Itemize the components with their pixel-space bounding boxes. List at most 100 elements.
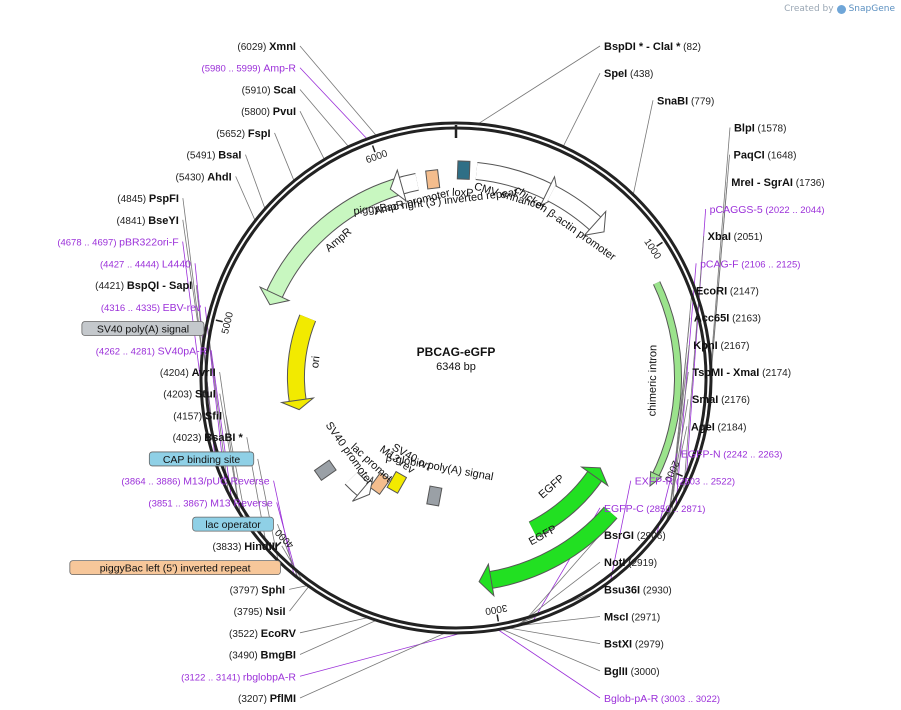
enzyme-text: (5910) ScaI <box>242 84 296 96</box>
enzyme-name: SmaI <box>692 394 718 406</box>
tick-mark <box>656 241 663 247</box>
primer-label: (3864 .. 3886) M13/pUC Reverse <box>121 476 269 488</box>
feature-arrowhead <box>478 562 495 598</box>
enzyme-name: BmgBI <box>261 650 296 662</box>
tick-mark <box>215 319 223 323</box>
enzyme-label: PaqCI (1648) <box>734 150 797 162</box>
enzyme-position: (2176) <box>718 395 750 406</box>
enzyme-label: MreI - SgrAI (1736) <box>731 177 824 189</box>
enzyme-name: EcoRV <box>261 628 297 640</box>
feature-body <box>265 176 408 301</box>
enzyme-label: NotI (2919) <box>604 557 657 569</box>
enzyme-position: (2051) <box>731 232 763 243</box>
enzyme-label: MscI (2971) <box>604 612 660 624</box>
leader-line <box>219 371 241 512</box>
enzyme-name: XmnI <box>269 41 296 53</box>
feature-chimeric-intron: chimeric intron <box>647 281 682 488</box>
primer-range: (4427 .. 4444) <box>100 259 162 270</box>
enzyme-text: (4023) BsaBI * <box>173 432 244 444</box>
enzyme-label: (4204) AvrII <box>160 367 216 379</box>
primer-text: EGFP-C (2850 .. 2871) <box>604 503 705 515</box>
boxed-label-bg <box>192 516 274 532</box>
enzyme-label: (3207) PflMI <box>238 693 296 705</box>
feature-body <box>475 163 555 201</box>
enzyme-label: (5800) PvuI <box>241 106 296 118</box>
primer-text: (4427 .. 4444) L4440 <box>100 258 191 270</box>
enzyme-name: PflMI <box>270 693 296 705</box>
enzyme-position: (4203) <box>163 390 195 401</box>
boxed-label-text: CAP binding site <box>163 454 241 466</box>
enzyme-name: SnaBI <box>657 95 688 107</box>
primer-label: (3122 .. 3141) rbglobpA-R <box>181 671 296 683</box>
primer-label: pCAG-F (2106 .. 2125) <box>700 258 800 270</box>
leader-line <box>496 628 601 699</box>
enzyme-position: (2147) <box>727 287 759 298</box>
enzyme-text: MscI (2971) <box>604 612 660 624</box>
enzyme-label: BstXI (2979) <box>604 639 664 651</box>
enzyme-text: (6029) XmnI <box>237 41 296 53</box>
enzyme-name: BsrGI <box>604 530 634 542</box>
primer-range: (2503 .. 2522) <box>673 477 735 488</box>
enzyme-name: BseYI <box>148 215 179 227</box>
enzyme-text: (5491) BsaI <box>187 150 242 162</box>
leader-line <box>667 371 689 518</box>
enzyme-extra: - SgrAI <box>754 177 793 189</box>
feature-block <box>386 470 408 494</box>
primer-range: (3003 .. 3022) <box>658 694 720 705</box>
enzyme-text: (3797) SphI <box>230 584 286 596</box>
tick-label: 5000 <box>220 311 236 336</box>
enzyme-text: Bsu36I (2930) <box>604 584 672 596</box>
enzyme-text: (4157) SfiI <box>173 410 222 422</box>
enzyme-name: SfiI <box>205 410 222 422</box>
enzyme-name: FspI <box>248 128 271 140</box>
boxed-label: lac operator <box>192 516 274 532</box>
primer-label: EXFP-R (2503 .. 2522) <box>635 476 735 488</box>
feature-arrowhead <box>579 466 609 487</box>
enzyme-text: (4421) BspQI - SapI <box>95 280 192 292</box>
leader-line <box>257 458 279 560</box>
primer-name: EXFP-R <box>635 476 674 488</box>
primer-range: (2850 .. 2871) <box>644 504 706 515</box>
leader-line <box>709 127 731 376</box>
leader-line <box>210 350 232 497</box>
enzyme-label: (3522) EcoRV <box>229 628 297 640</box>
enzyme-position: (5910) <box>242 85 274 96</box>
enzyme-name: MscI <box>604 612 628 624</box>
feature-body <box>651 281 681 480</box>
enzyme-text: KpnI (2167) <box>693 340 749 352</box>
primer-name: EBV-rev <box>163 302 202 314</box>
tick-mark <box>275 541 282 548</box>
enzyme-label: (4421) BspQI - SapI <box>95 280 192 292</box>
enzyme-label: (5910) ScaI <box>242 84 296 96</box>
enzyme-text: SnaBI (779) <box>657 95 714 107</box>
primer-range: (2242 .. 2263) <box>721 450 783 461</box>
backbone-outer <box>199 121 713 635</box>
enzyme-position: (2930) <box>640 585 672 596</box>
feature-block <box>313 459 337 482</box>
enzyme-position: (2919) <box>625 558 657 569</box>
primer-range: (3122 .. 3141) <box>181 672 243 683</box>
enzyme-text: SpeI (438) <box>604 68 653 80</box>
snapgene-credit: Created by SnapGene <box>784 4 895 14</box>
primer-text: (3122 .. 3141) rbglobpA-R <box>181 671 296 683</box>
leader-line <box>683 236 705 491</box>
enzyme-position: (4421) <box>95 281 127 292</box>
enzyme-position: (2979) <box>632 640 664 651</box>
tick-label: 1000 <box>641 237 663 262</box>
enzyme-text: BglII (3000) <box>604 666 660 678</box>
enzyme-name: AhdI <box>207 171 231 183</box>
primer-text: pCAG-F (2106 .. 2125) <box>700 258 800 270</box>
snapgene-logo-icon <box>836 4 846 14</box>
enzyme-extra: - SapI <box>159 280 192 292</box>
enzyme-name: StuI <box>195 389 216 401</box>
enzyme-label: (4845) PspFI <box>117 193 179 205</box>
enzyme-text: BlpI (1578) <box>734 123 786 135</box>
feature-label: chimeric intron <box>647 345 660 417</box>
enzyme-text: (3207) PflMI <box>238 693 296 705</box>
leader-line <box>281 545 303 581</box>
boxed-label-text: piggyBac left (5') inverted repeat <box>100 563 251 575</box>
enzyme-position: (4841) <box>117 216 149 227</box>
enzyme-name: EcoRI <box>696 286 727 298</box>
tick-mark <box>675 472 683 477</box>
